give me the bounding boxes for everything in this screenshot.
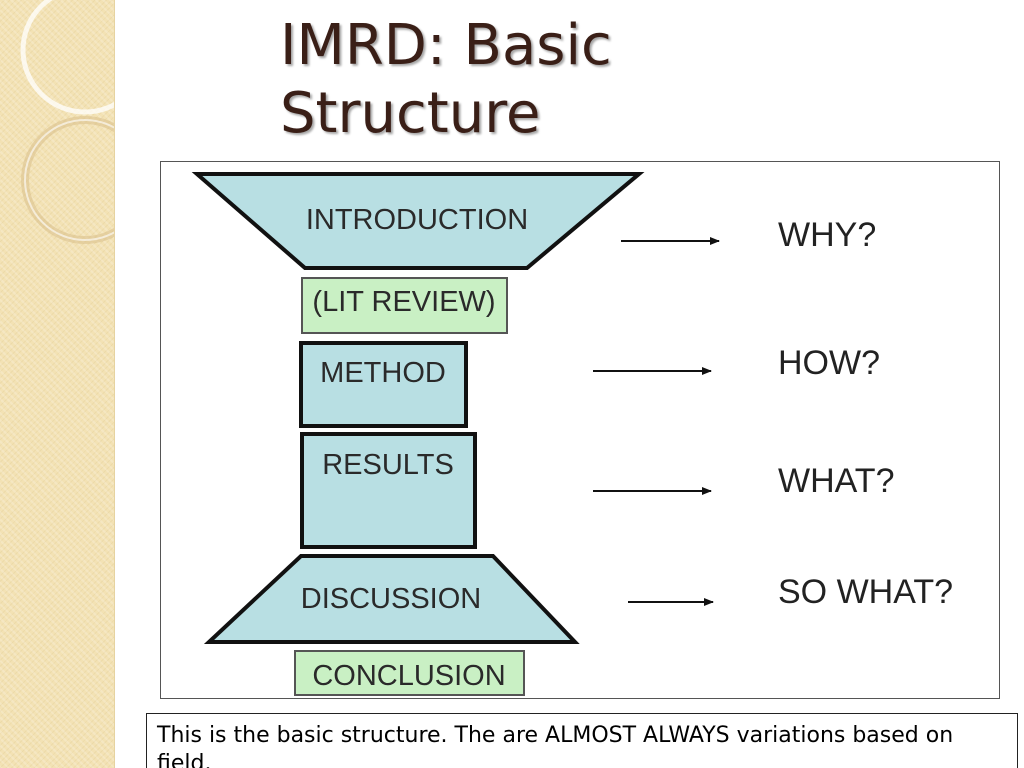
deco-circle-middle-highlight	[24, 119, 114, 241]
how-question: HOW?	[778, 344, 880, 382]
caption-box: This is the basic structure. The are ALM…	[146, 713, 1018, 768]
deco-circle-top	[20, 0, 114, 115]
caption-text: This is the basic structure. The are ALM…	[157, 723, 954, 768]
introduction-label: INTRODUCTION	[306, 204, 528, 236]
decorative-side-band	[0, 0, 115, 768]
introduction-shape	[191, 172, 645, 270]
what-question: WHAT?	[778, 462, 894, 500]
decorative-circles	[20, 0, 114, 244]
results-box	[300, 432, 477, 549]
discussion-shape	[203, 554, 580, 644]
lit-review-box	[301, 277, 508, 334]
so-what-question: SO WHAT?	[778, 573, 953, 611]
conclusion-label: CONCLUSION	[312, 660, 505, 692]
method-box	[299, 341, 468, 428]
conclusion-box	[294, 650, 525, 696]
slide-title: IMRD: Basic Structure	[280, 12, 880, 148]
imrd-diagram-canvas: INTRODUCTION (LIT REVIEW) METHOD RESULTS…	[191, 172, 953, 696]
why-question: WHY?	[778, 216, 876, 254]
lit-review-label: (LIT REVIEW)	[312, 286, 495, 318]
deco-circle-middle	[21, 116, 114, 244]
method-label: METHOD	[320, 357, 446, 389]
title-line-2: Structure	[280, 81, 541, 146]
title-line-1: IMRD: Basic	[280, 13, 612, 78]
imrd-diagram: INTRODUCTION (LIT REVIEW) METHOD RESULTS…	[160, 161, 1000, 699]
results-label: RESULTS	[322, 449, 454, 481]
discussion-label: DISCUSSION	[301, 583, 481, 615]
